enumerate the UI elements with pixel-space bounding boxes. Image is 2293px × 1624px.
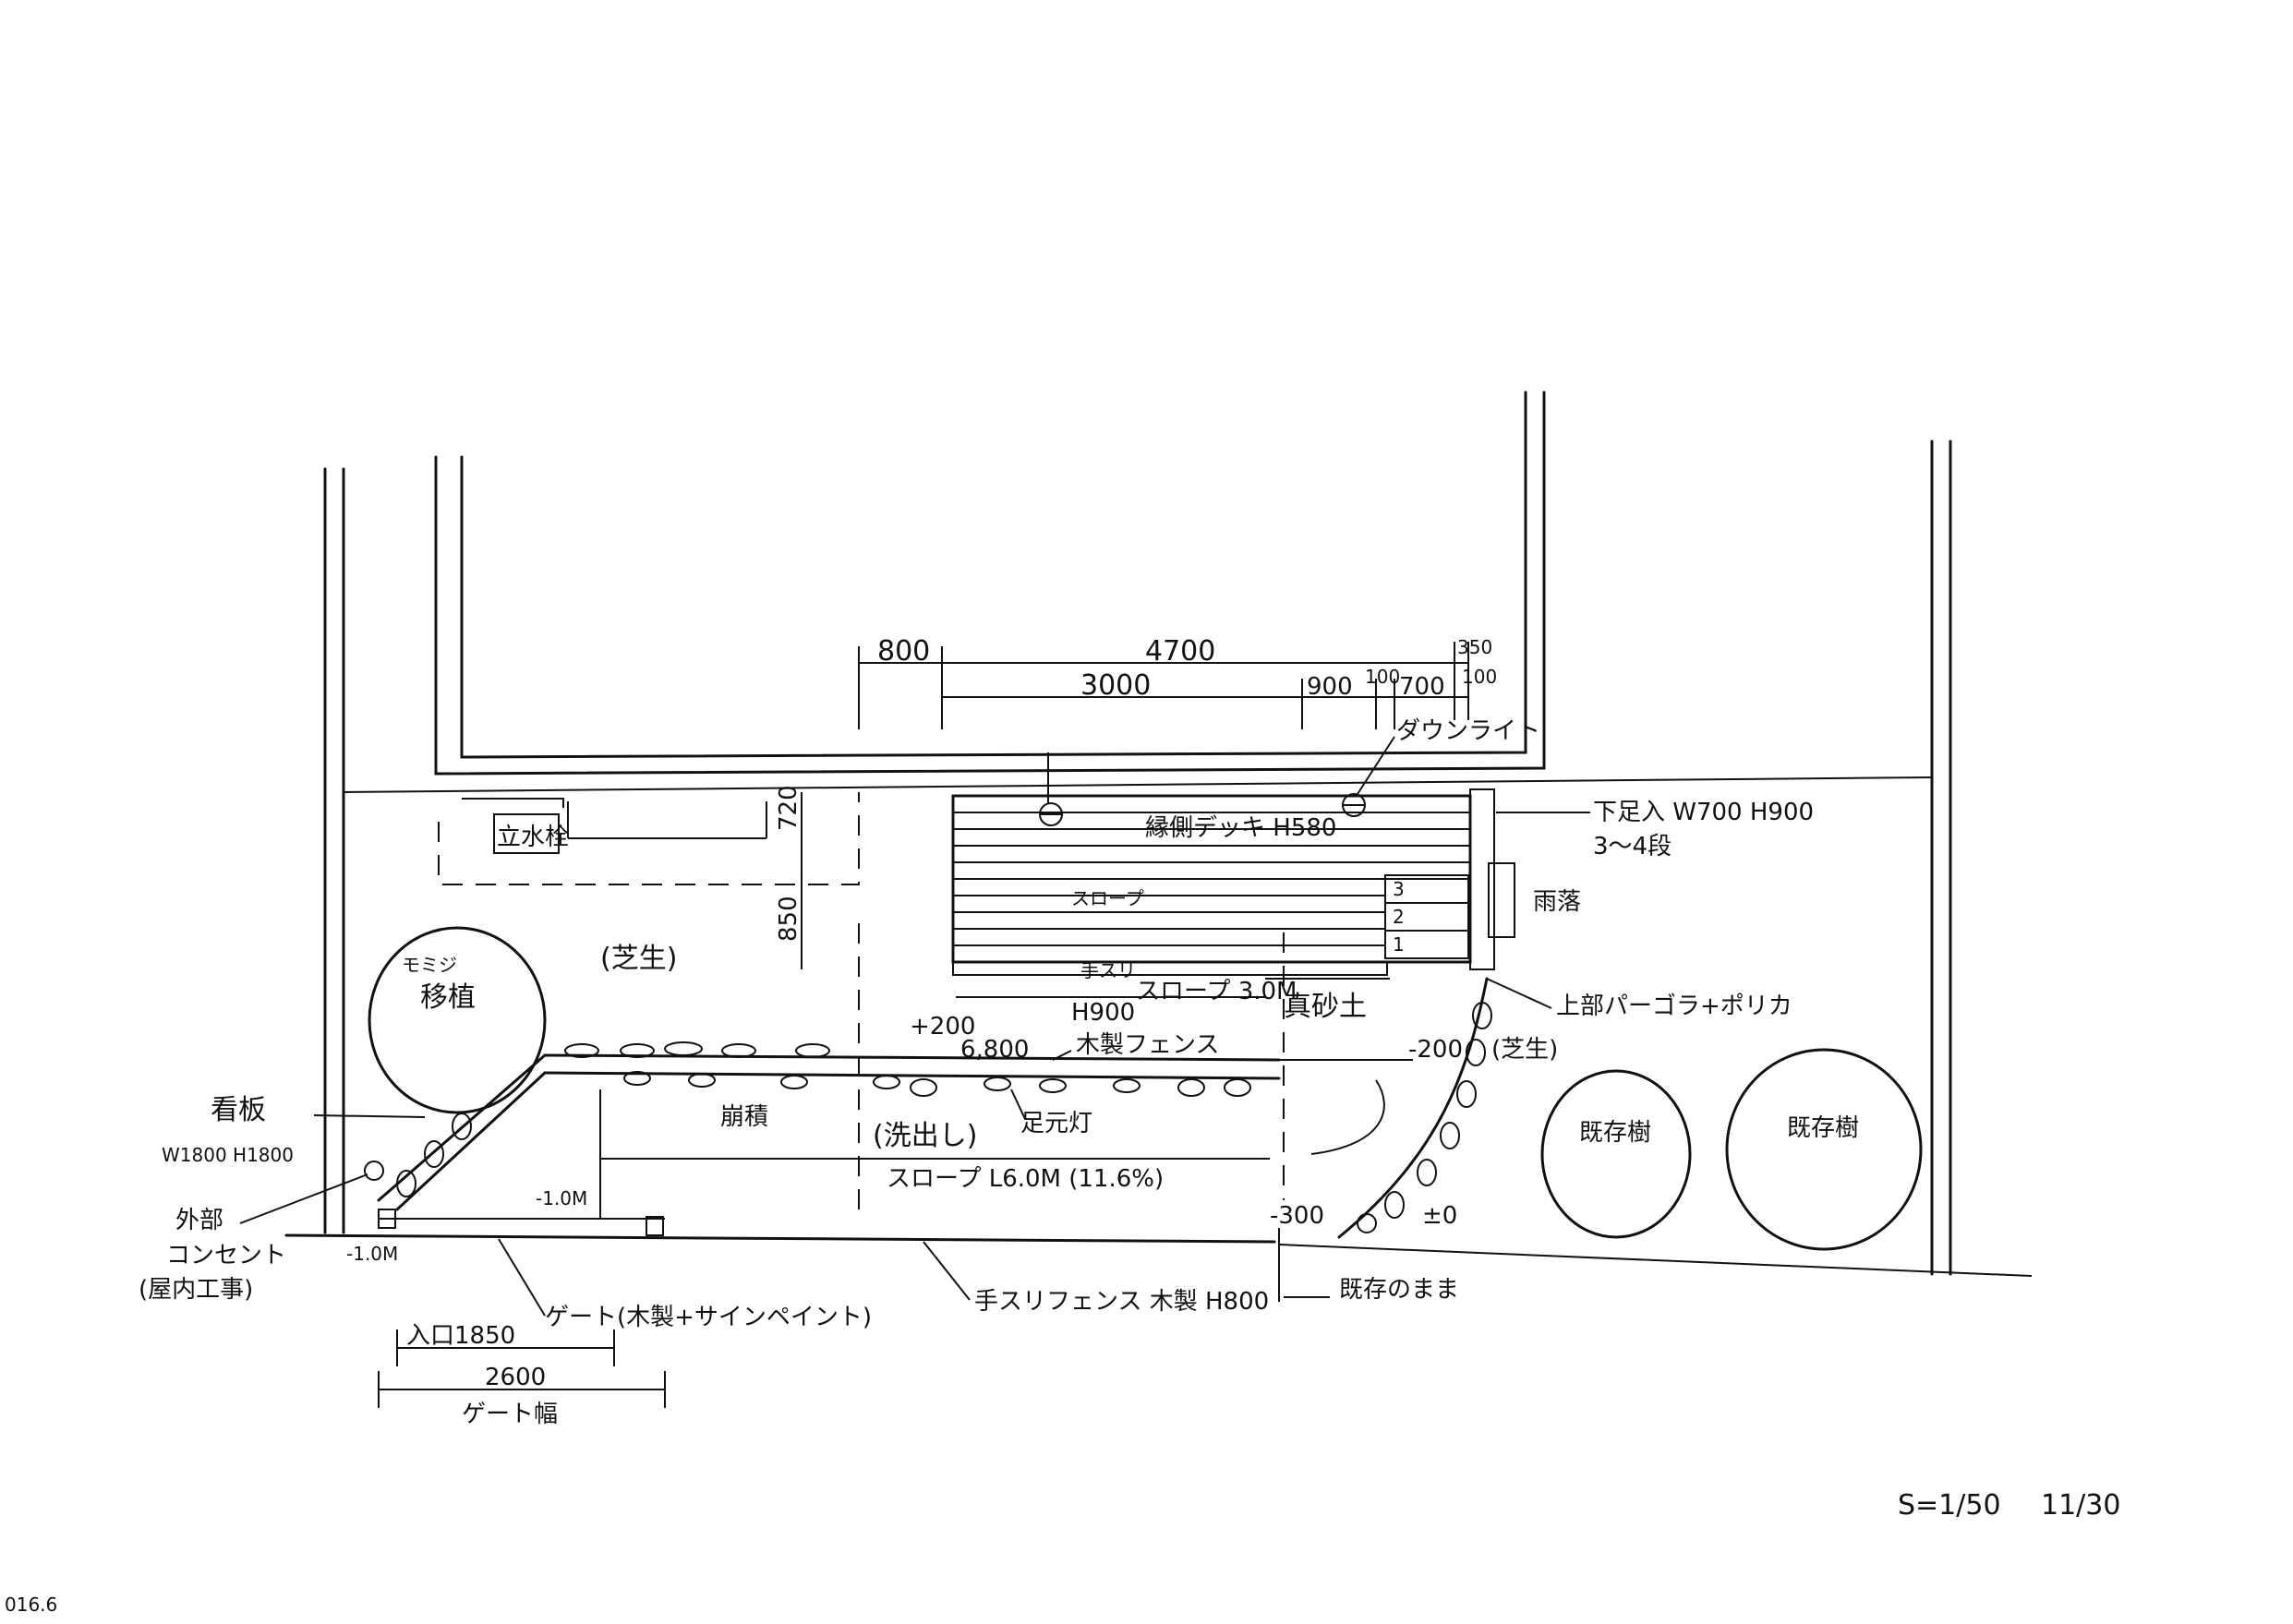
- zero-label: ±0: [1422, 1202, 1457, 1230]
- minus-1m-a-label: -1.0M: [536, 1187, 587, 1209]
- upper-slope-label: スロープ: [1071, 887, 1144, 909]
- stand-faucet-label: 立水栓: [497, 824, 569, 851]
- upper-slope-zone: 手スリ スロープ 3.0M 真砂土 H900 +200 6,800 木製フェンス…: [910, 959, 1558, 1064]
- lawn-center-label: (芝生): [600, 943, 677, 975]
- h900-label: H900: [1071, 999, 1135, 1027]
- down-lights: ダウンライト: [1039, 717, 1540, 826]
- building-outline: [434, 391, 1546, 839]
- wood-fence-label: 木製フェンス: [1076, 1031, 1219, 1059]
- outlet-label-1: 外部: [175, 1207, 223, 1234]
- minus300-label: -300: [1270, 1202, 1324, 1230]
- gate-width-label: ゲート幅: [462, 1401, 558, 1428]
- gate-label: ゲート(木製+サインペイント): [545, 1304, 872, 1331]
- front-leaders: [498, 1238, 1330, 1317]
- lawn-right-label: (芝生): [1491, 1036, 1558, 1064]
- maple-tree: モミジ 移植: [368, 926, 547, 1114]
- gate-dimensions: 入口1850 2600 ゲート幅: [378, 1322, 666, 1428]
- dim-900-label: 900: [1307, 673, 1353, 701]
- outlet-label-3: (屋内工事): [139, 1276, 253, 1304]
- date-label: 11/30: [2041, 1489, 2120, 1522]
- step-3-label: 3: [1393, 878, 1405, 900]
- stone-wall: 崩積: [377, 1041, 1281, 1211]
- pergola-label: 上部パーゴラ+ポリカ: [1556, 992, 1792, 1020]
- existing-tree-2-label: 既存樹: [1787, 1114, 1859, 1142]
- foot-light-label: 足元灯: [1020, 1110, 1092, 1137]
- corner-note-label: 016.6: [5, 1594, 57, 1616]
- step-2-label: 2: [1393, 906, 1405, 928]
- handrail-fence-label: 手スリフェンス 木製 H800: [974, 1288, 1269, 1316]
- washout-label: (洗出し): [873, 1120, 977, 1152]
- dim-350-label: 350: [1457, 636, 1492, 658]
- down-light-label: ダウンライト: [1396, 717, 1540, 745]
- dim-2600-label: 2600: [485, 1364, 546, 1391]
- outlet-label-2: コンセント: [166, 1242, 286, 1269]
- main-slope-zone: (洗出し) 足元灯 スロープ L6.0M (11.6%) -1.0M -1.0M…: [346, 1089, 1457, 1265]
- handrail-label: 手スリ: [1080, 959, 1136, 981]
- deck-area: 縁側デッキ H580 スロープ 720 850: [775, 785, 1472, 976]
- step-1-label: 1: [1393, 933, 1405, 956]
- masa-soil-label: 真砂土: [1284, 991, 1367, 1023]
- dim-4700-label: 4700: [1145, 635, 1215, 668]
- curved-stone-edge: [1310, 977, 1492, 1239]
- minus200-label: -200: [1408, 1036, 1463, 1064]
- minus-1m-b-label: -1.0M: [346, 1243, 398, 1265]
- signboard-label: 看板: [211, 1094, 266, 1126]
- main-slope-label: スロープ L6.0M (11.6%): [887, 1165, 1164, 1193]
- deck-label: 縁側デッキ H580: [1145, 814, 1336, 842]
- dim-100b-label: 100: [1462, 666, 1497, 688]
- plus200-label: +200: [910, 1013, 975, 1041]
- dim-700-label: 700: [1399, 673, 1445, 701]
- stand-faucet: 立水栓: [493, 813, 569, 854]
- top-dimensions: 800 4700 350 3000 900 100 700 100: [858, 635, 1497, 729]
- existing-trees: 既存樹 既存樹: [1540, 1048, 1923, 1251]
- dim-1850-label: 入口1850: [406, 1322, 515, 1350]
- maple-transplant-label: 移植: [420, 981, 476, 1014]
- dim-850-label: 850: [775, 896, 803, 942]
- signboard: 看板 W1800 H1800: [162, 1094, 426, 1166]
- dim-720-label: 720: [775, 785, 803, 831]
- outlet-note: 外部 コンセント (屋内工事): [139, 1207, 286, 1304]
- shoe-box-label: 下足入 W700 H900: [1593, 799, 1814, 826]
- scale-label: S=1/50: [1898, 1489, 2001, 1522]
- maple-name-label: モミジ: [402, 954, 457, 976]
- front-boundary: [239, 1161, 2033, 1302]
- entrance-steps: 3 2 1 下足入 W700 H900 3〜4段 雨落 上部パーゴラ+ポリカ: [1384, 788, 1814, 1020]
- eave-dashed-line: [438, 792, 1285, 1209]
- dim-100a-label: 100: [1365, 666, 1400, 688]
- boundary-walls: [323, 439, 1952, 1276]
- signboard-size-label: W1800 H1800: [162, 1144, 294, 1166]
- slope-3m-label: スロープ 3.0M: [1136, 978, 1297, 1005]
- steps-count-label: 3〜4段: [1593, 833, 1671, 860]
- dim-3000-label: 3000: [1080, 669, 1151, 702]
- collapse-stone-label: 崩積: [720, 1103, 768, 1131]
- keep-existing-label: 既存のまま: [1339, 1276, 1459, 1304]
- dim-800-label: 800: [877, 635, 930, 668]
- existing-tree-1-label: 既存樹: [1579, 1119, 1651, 1147]
- rain-gutter-label: 雨落: [1533, 888, 1581, 916]
